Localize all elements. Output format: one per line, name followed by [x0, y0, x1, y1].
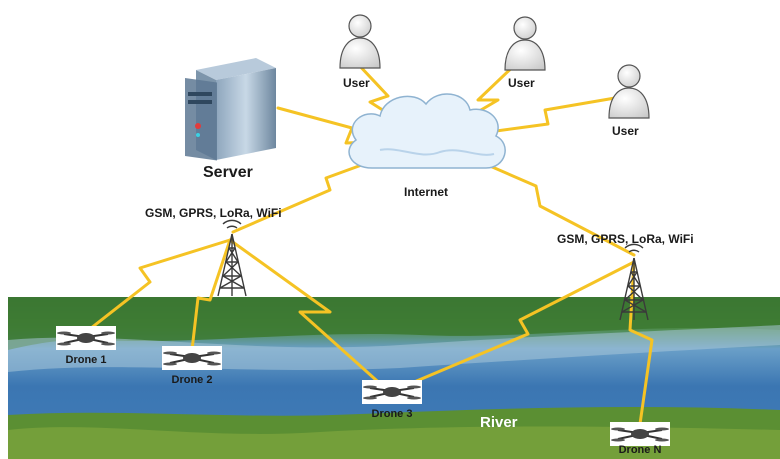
- drone-label: Drone N: [618, 444, 662, 456]
- internet-label: Internet: [404, 185, 449, 199]
- server-label: Server: [203, 164, 253, 181]
- user-icon: [608, 64, 650, 119]
- link-tower2-droneN: [628, 260, 654, 426]
- link-tower1-drone1: [84, 238, 232, 334]
- drone-label: Drone 1: [65, 354, 107, 366]
- drone-icon: [610, 422, 670, 446]
- tech-label-right: GSM, GPRS, LoRa, WiFi: [557, 232, 694, 246]
- cell-tower-icon: [619, 243, 649, 321]
- user-icon: [339, 14, 381, 69]
- drone-label: Drone 2: [171, 374, 213, 386]
- drone-icon: [362, 380, 422, 404]
- cell-tower-icon: [217, 219, 247, 297]
- link-tower2-drone3: [398, 260, 636, 390]
- link-tower1-drone3: [228, 238, 387, 390]
- server-icon: [185, 58, 276, 161]
- link-tower1-drone2: [190, 238, 232, 352]
- user-icon: [504, 16, 546, 71]
- drone-icon: [162, 346, 222, 370]
- tech-label-left: GSM, GPRS, LoRa, WiFi: [145, 206, 282, 220]
- user-label: User: [343, 76, 370, 90]
- river-label: River: [480, 414, 518, 431]
- drone-label: Drone 3: [371, 408, 413, 420]
- cloud-icon: [348, 93, 506, 169]
- user-label: User: [508, 76, 535, 90]
- user-label: User: [612, 124, 639, 138]
- drone-icon: [56, 326, 116, 350]
